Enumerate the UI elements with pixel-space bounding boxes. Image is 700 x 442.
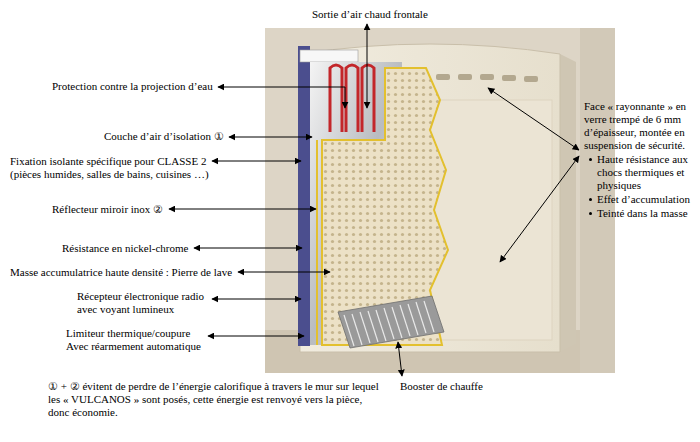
leader-line [367,24,368,108]
part-label: Couche d’air d’isolation ① [104,130,224,143]
part-label: Réflecteur miroir inox ② [52,203,163,216]
leader-line [212,299,301,300]
part-label: (pièces humides, salles de bains, cuisin… [10,168,209,181]
bullet-text: Teinté dans la masse [597,207,694,220]
part-label: Récepteur électronique radio avec voyant… [77,290,207,316]
heat-booster [338,296,444,348]
radiator-front [300,44,560,352]
water-protection [300,50,358,62]
part-label: Limiteur thermique/coupure Avec réarmeme… [66,327,203,353]
bullet-dot [589,212,592,215]
leader-line [212,161,301,162]
part-label: Booster de chauffe [400,380,483,393]
leader-line [208,336,304,337]
note-text: ① + ② évitent de perdre de l’énergie cal… [48,380,383,419]
leader-line [488,88,579,150]
insulation-line [316,140,318,345]
description-text: Face « rayonnante » en verre trempé de 6… [584,100,694,152]
background-wall [265,28,615,373]
radiator-side [560,54,576,352]
bullet-dot [589,198,592,201]
bullet-text: Effet d’accumulation [597,193,694,206]
part-label: Protection contre la projection d’eau [52,80,213,93]
leader-line [345,87,346,108]
part-label: Masse accumulatrice haute densité : Pier… [10,266,232,279]
bullet-dot [589,158,592,161]
part-label: Sortie d’air chaud frontale [312,8,428,21]
leader-line [398,342,402,376]
leader-line [500,156,579,262]
leader-line [218,87,345,88]
leader-line [229,137,312,138]
part-label: Fixation isolante spécifique pour CLASSE… [10,155,206,168]
bullet-text: Haute résistance aux chocs thermiques et… [597,153,694,192]
leader-line [169,209,316,210]
leader-line [238,272,330,273]
leader-line [194,248,302,249]
part-label: Résistance en nickel-chrome [62,242,188,255]
wall-fixing [298,46,310,346]
